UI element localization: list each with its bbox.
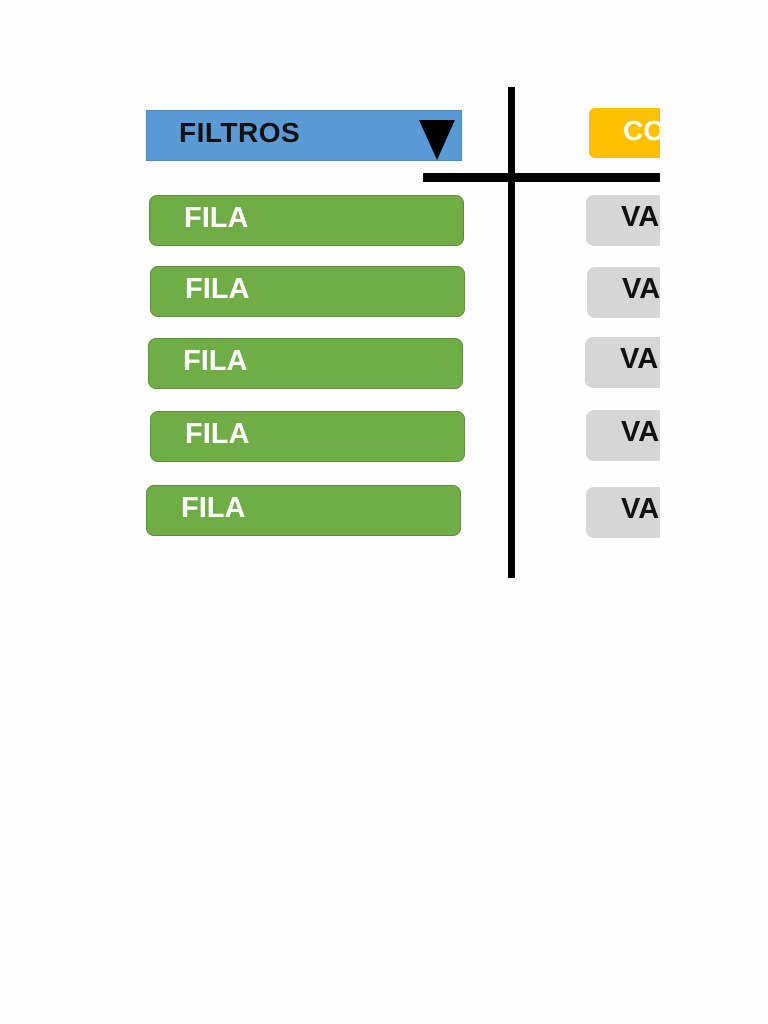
value-label: VA bbox=[620, 343, 659, 375]
row-item[interactable]: FILA bbox=[150, 266, 465, 317]
vertical-divider bbox=[508, 87, 515, 578]
row-label: FILA bbox=[184, 202, 249, 234]
row-item[interactable]: FILA bbox=[149, 195, 464, 246]
value-cell[interactable]: VA bbox=[587, 267, 660, 318]
triangle-down-icon[interactable] bbox=[419, 120, 455, 160]
horizontal-divider bbox=[423, 173, 660, 182]
column-label: CO bbox=[623, 115, 660, 146]
row-label: FILA bbox=[181, 492, 246, 524]
value-label: VA bbox=[621, 493, 660, 525]
column-header[interactable]: CO bbox=[589, 108, 660, 158]
value-cell[interactable]: VA bbox=[585, 337, 660, 388]
value-label: VA bbox=[621, 201, 660, 233]
pivot-diagram: FILTROS CO FILA VA FILA VA FILA VA FILA … bbox=[146, 87, 660, 578]
row-label: FILA bbox=[185, 418, 250, 450]
row-item[interactable]: FILA bbox=[150, 411, 465, 462]
value-cell[interactable]: VA bbox=[586, 487, 660, 538]
value-cell[interactable]: VA bbox=[586, 410, 660, 461]
value-label: VA bbox=[621, 416, 660, 448]
row-item[interactable]: FILA bbox=[148, 338, 463, 389]
value-label: VA bbox=[622, 273, 660, 305]
filters-label: FILTROS bbox=[179, 117, 301, 148]
row-label: FILA bbox=[183, 345, 248, 377]
value-cell[interactable]: VA bbox=[586, 195, 660, 246]
row-label: FILA bbox=[185, 273, 250, 305]
row-item[interactable]: FILA bbox=[146, 485, 461, 536]
filters-box[interactable]: FILTROS bbox=[146, 110, 462, 161]
